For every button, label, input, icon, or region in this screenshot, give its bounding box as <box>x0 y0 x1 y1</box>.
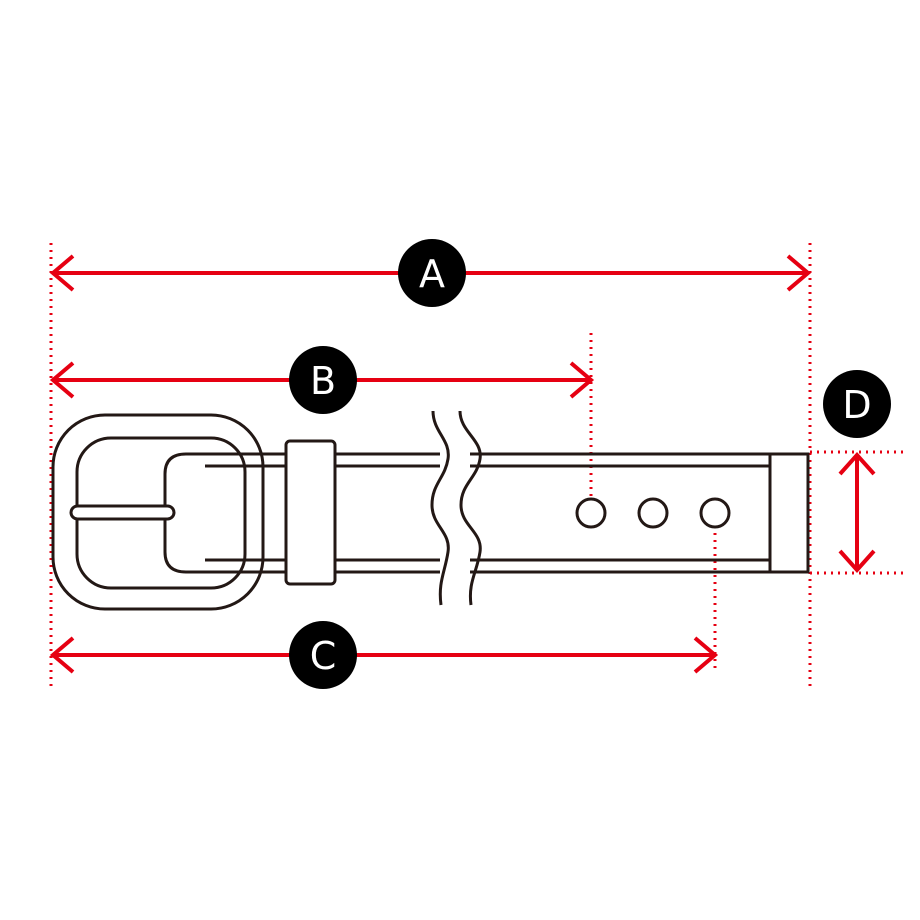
label-badge-a: A <box>398 239 466 307</box>
belt-illustration <box>51 410 810 611</box>
buckle-prong <box>69 504 176 521</box>
dimension-c-arrow <box>49 636 719 674</box>
belt-hole-icon <box>699 497 731 529</box>
label-d-text: D <box>842 383 871 427</box>
belt-tip <box>768 452 810 574</box>
label-badge-b: B <box>289 346 357 414</box>
belt-hole-icon <box>575 497 607 529</box>
belt-keeper-icon <box>284 439 337 586</box>
dimension-d-arrow <box>838 452 876 573</box>
label-badge-d: D <box>823 370 891 438</box>
label-c-text: C <box>310 634 337 678</box>
break-line-right <box>458 410 482 606</box>
break-line-left <box>430 410 450 606</box>
extension-lines <box>49 243 905 690</box>
label-badge-c: C <box>289 621 357 689</box>
label-a-text: A <box>419 252 445 296</box>
belt-buckle-icon <box>51 413 265 611</box>
belt-strap-right <box>470 452 808 574</box>
label-b-text: B <box>310 359 336 403</box>
belt-hole-icon <box>637 497 669 529</box>
